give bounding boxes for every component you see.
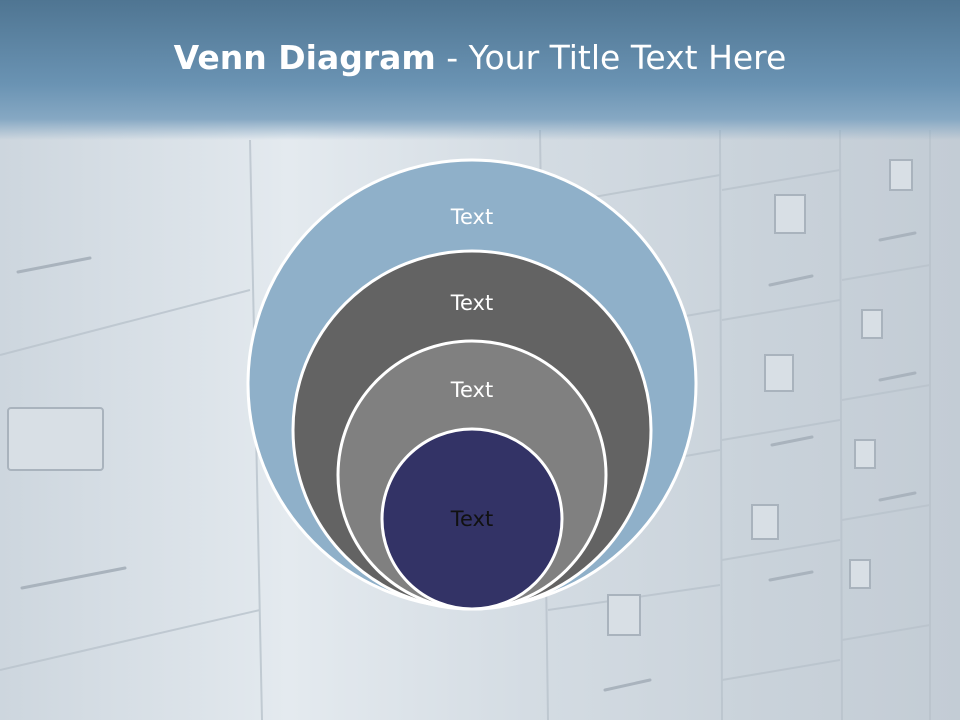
slide-title: Venn Diagram - Your Title Text Here bbox=[0, 38, 960, 77]
inner-circle[interactable] bbox=[380, 427, 564, 611]
title-bar: Venn Diagram - Your Title Text Here bbox=[0, 0, 960, 140]
outer-circle-label: Text bbox=[450, 205, 493, 229]
title-bold: Venn Diagram bbox=[173, 38, 436, 77]
title-rest: - Your Title Text Here bbox=[435, 38, 787, 77]
third-circle-label: Text bbox=[450, 378, 493, 402]
second-circle-label: Text bbox=[450, 291, 493, 315]
inner-circle-label: Text bbox=[450, 507, 493, 531]
